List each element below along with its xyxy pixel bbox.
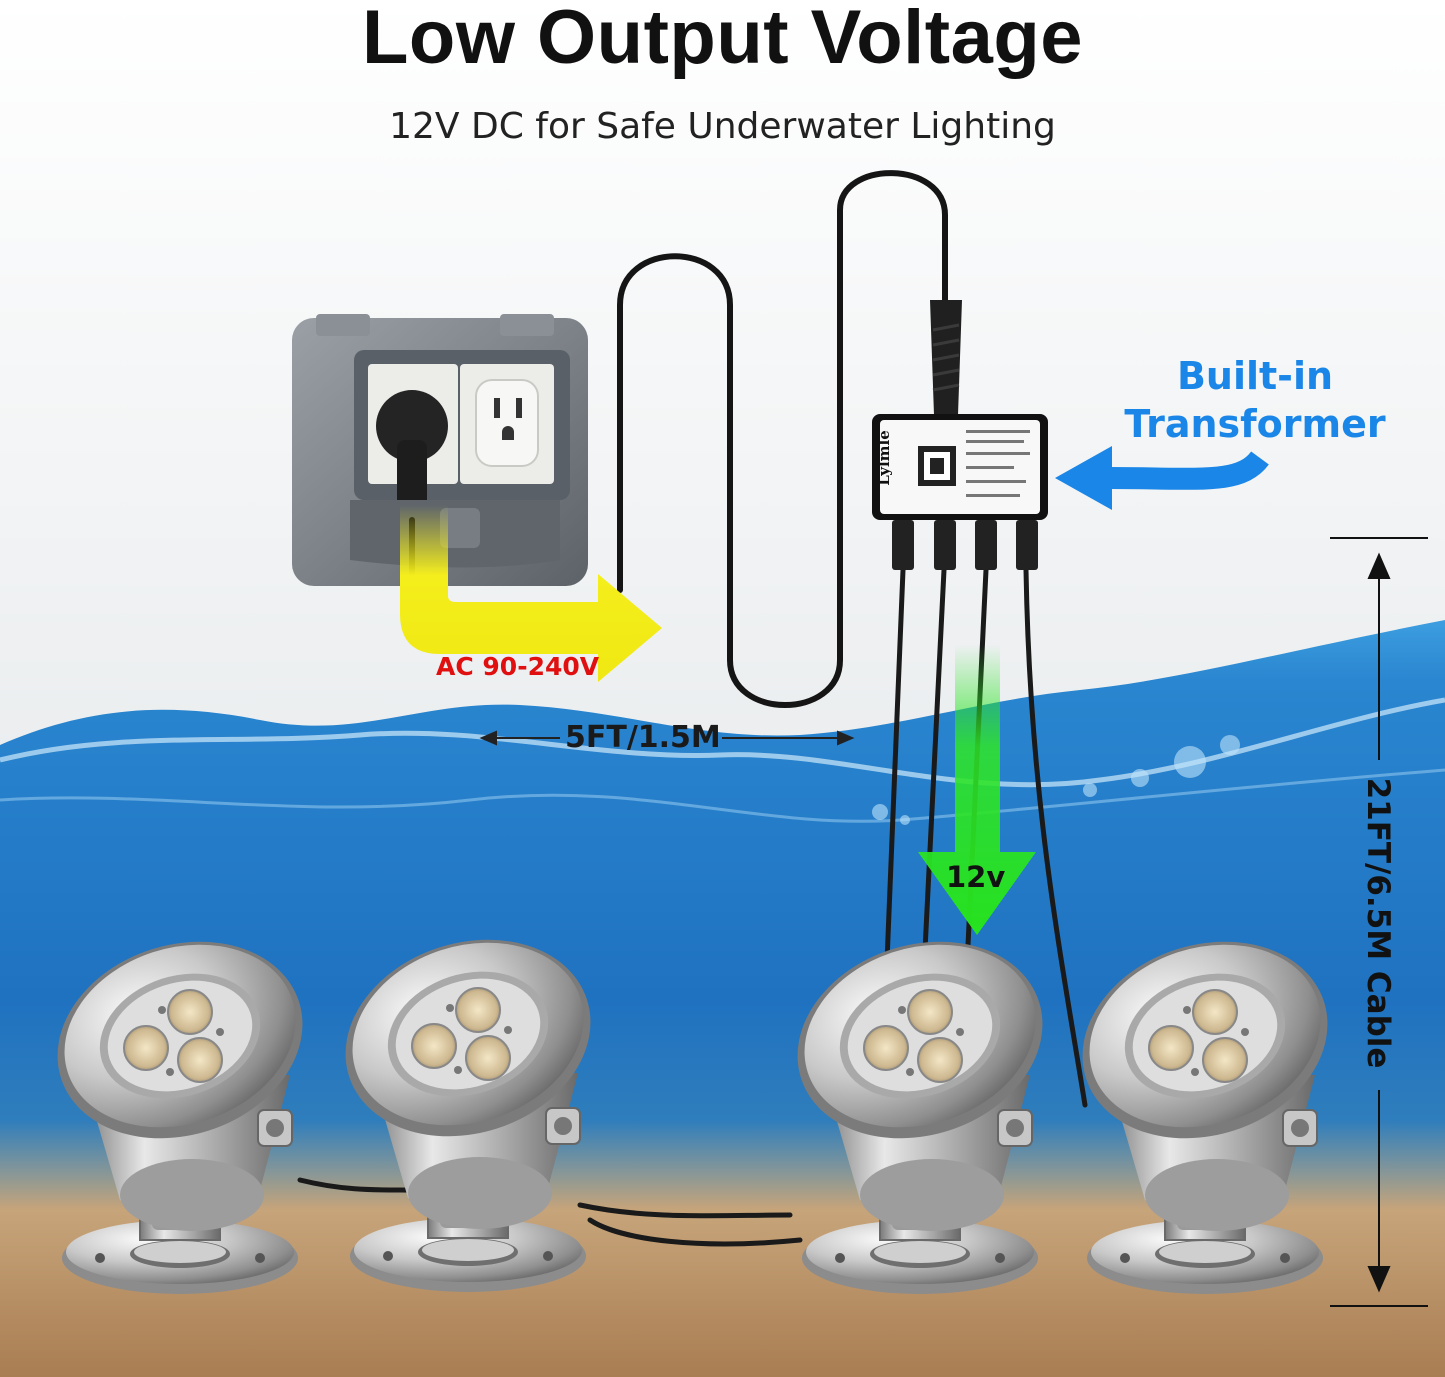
- transformer-pointer-arrow: [1055, 446, 1269, 510]
- cable-length-label: 21FT/6.5M Cable: [1360, 777, 1396, 1069]
- weatherproof-outlet-icon: [292, 314, 588, 586]
- transformer-brand: Lylmle: [875, 430, 893, 486]
- cord-length-dimension: [479, 730, 855, 746]
- transformer-label-line2: Transformer: [1124, 402, 1386, 446]
- output-arrow: [918, 645, 1036, 935]
- input-voltage-label: AC 90-240V: [436, 652, 600, 681]
- bubbles: [872, 735, 1240, 825]
- cable-length-dimension: [1330, 537, 1428, 1307]
- page-title: Low Output Voltage: [361, 0, 1084, 80]
- page-subtitle: 12V DC for Safe Underwater Lighting: [389, 106, 1056, 147]
- cord-length-label: 5FT/1.5M: [565, 720, 721, 755]
- transformer-label-line1: Built-in: [1176, 354, 1334, 398]
- transformer-label: Built-in Transformer: [1120, 352, 1390, 448]
- input-arrow: [400, 505, 662, 682]
- output-voltage-label: 12v: [946, 860, 1006, 894]
- transformer-box-icon: [872, 300, 1048, 570]
